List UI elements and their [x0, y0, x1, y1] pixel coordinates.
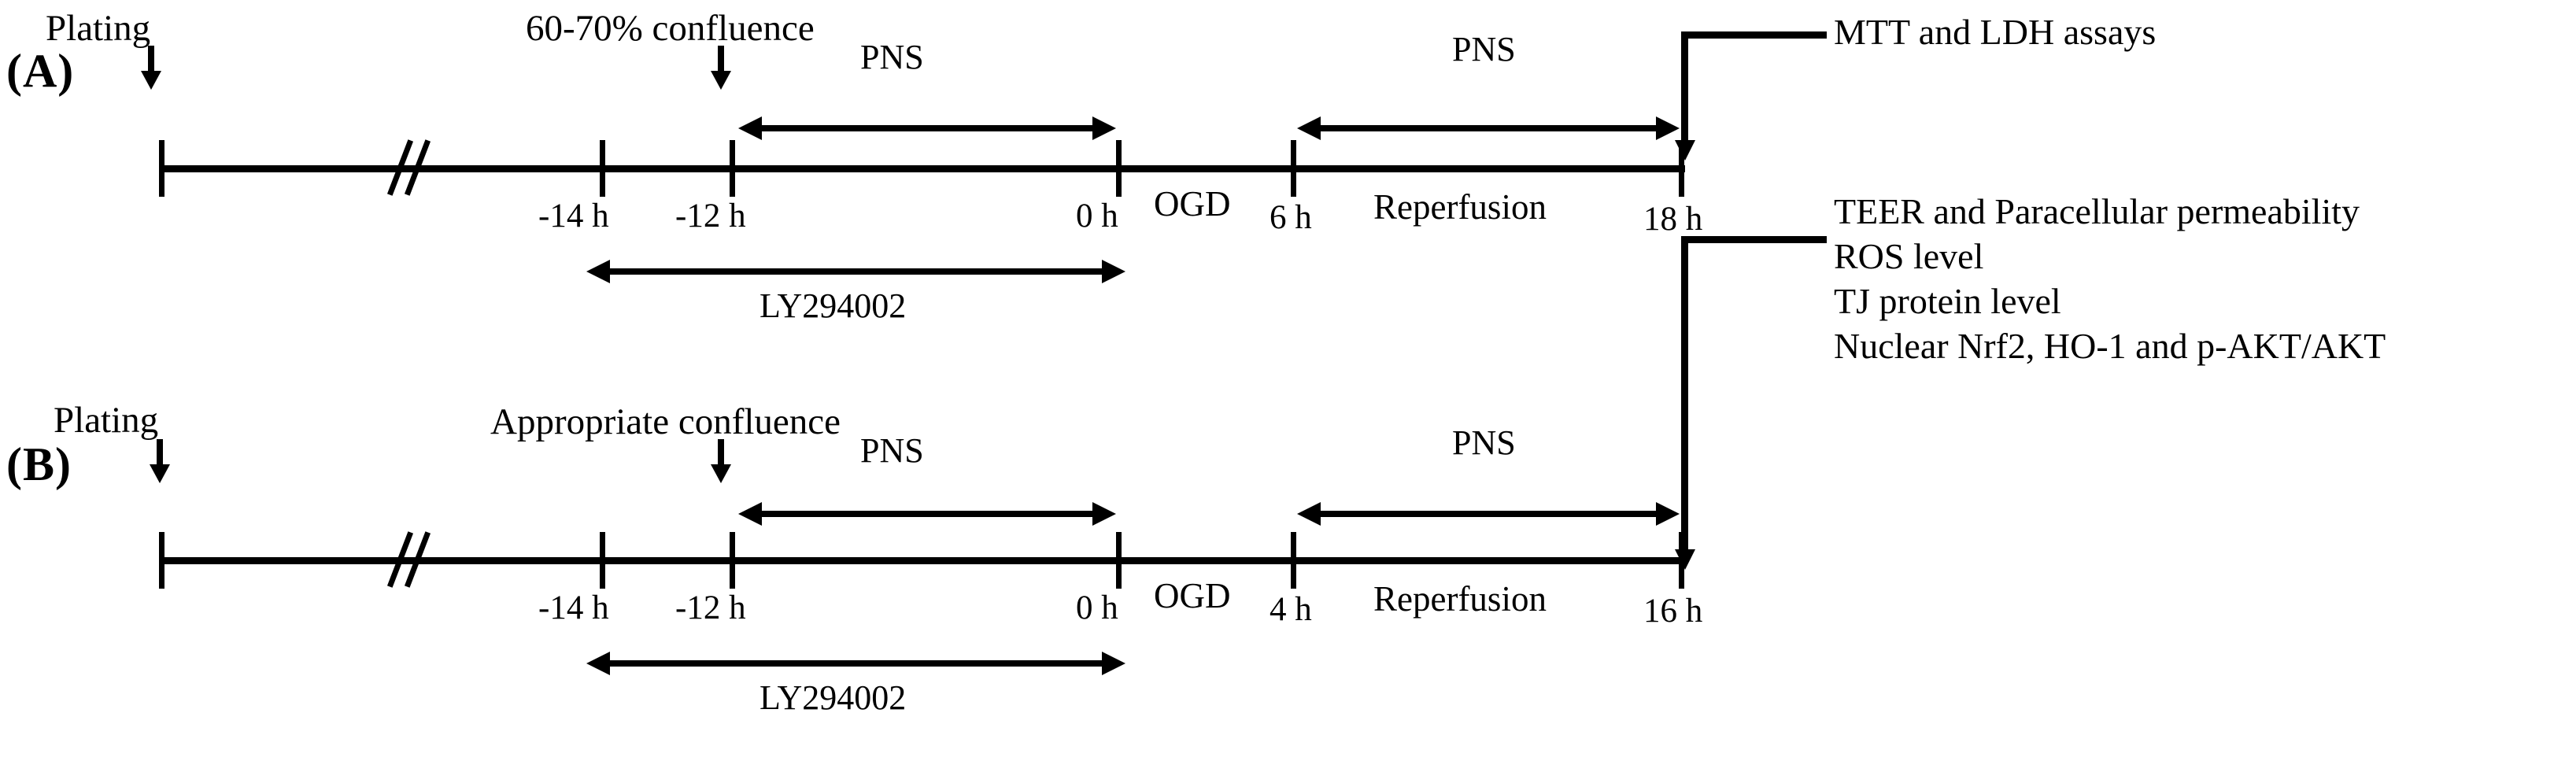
panel-b-confluence-arrow-icon	[711, 439, 731, 483]
panel-b-letter: (B)	[6, 438, 72, 490]
panel-a-label-eighteen: 18 h	[1643, 201, 1703, 238]
panel-a-pns-pre-label: PNS	[860, 38, 924, 76]
panel-b-pns-pre-label: PNS	[860, 431, 924, 470]
panel-b-pns-post-label: PNS	[1452, 423, 1516, 462]
panel-b-confluence-label: Appropriate confluence	[490, 401, 841, 442]
panel-a-plating-arrow-icon	[141, 46, 161, 90]
panel-a-label-six: 6 h	[1270, 199, 1312, 236]
panel-b-label-four: 4 h	[1270, 591, 1312, 628]
panel-a: (A) Plating 60-70% confluence PNS PNS	[0, 0, 2576, 378]
panel-b-tick-plating	[159, 532, 164, 589]
panel-a-readout-callout-icon	[1675, 31, 1827, 169]
panel-b-readout-line-1: TEER and Paracellular permeability	[1834, 191, 2360, 231]
panel-b-label-minus12: -12 h	[675, 589, 746, 626]
panel-a-label-reperfusion: Reperfusion	[1373, 187, 1547, 227]
panel-a-pns-post-arrow-icon	[1297, 116, 1680, 140]
panel-b-readout-line-4: Nuclear Nrf2, HO-1 and p-AKT/AKT	[1834, 326, 2386, 366]
panel-b-ly294002-arrow-icon	[586, 652, 1125, 675]
panel-b-readout-callout-icon	[1675, 236, 1827, 570]
panel-b-tick-zero	[1116, 532, 1122, 589]
panel-b-label-minus14: -14 h	[538, 589, 609, 626]
panel-b-label-zero: 0 h	[1076, 589, 1118, 626]
panel-b-timeline-axis	[160, 557, 1685, 564]
panel-a-tick-zero	[1116, 140, 1122, 197]
panel-b-readout-line-3: TJ protein level	[1834, 281, 2061, 321]
panel-a-tick-minus12	[730, 140, 735, 197]
panel-a-tick-plating	[159, 140, 164, 197]
panel-a-plating-label: Plating	[46, 8, 151, 49]
panel-a-label-minus14: -14 h	[538, 198, 609, 235]
panel-a-readout-line-1: MTT and LDH assays	[1834, 12, 2157, 52]
panel-a-pns-post-label: PNS	[1452, 30, 1516, 68]
panel-b-label-reperfusion: Reperfusion	[1373, 579, 1547, 619]
panel-b-pns-post-arrow-icon	[1297, 502, 1680, 526]
panel-b-tick-four	[1291, 532, 1296, 589]
panel-b-tick-minus12	[730, 532, 735, 589]
panel-b-readout-line-2: ROS level	[1834, 236, 1984, 276]
panel-a-tick-eighteen	[1679, 140, 1684, 197]
panel-a-timeline-axis	[160, 165, 1685, 172]
panel-a-ly294002-arrow-icon	[586, 260, 1125, 283]
panel-a-confluence-arrow-icon	[711, 46, 731, 90]
panel-a-label-ogd: OGD	[1154, 184, 1231, 223]
panel-b-plating-label: Plating	[54, 400, 159, 441]
panel-b-pns-pre-arrow-icon	[738, 502, 1116, 526]
panel-b-label-ogd: OGD	[1154, 576, 1231, 615]
panel-a-ly294002-label: LY294002	[759, 286, 907, 325]
panel-a-readout-list: MTT and LDH assays	[1834, 9, 2156, 54]
panel-b-tick-minus14	[600, 532, 605, 589]
panel-b-label-sixteen: 16 h	[1643, 593, 1703, 630]
panel-a-tick-minus14	[600, 140, 605, 197]
panel-a-axis-break-icon	[386, 139, 437, 197]
panel-a-confluence-label: 60-70% confluence	[526, 8, 815, 49]
panel-a-tick-six	[1291, 140, 1296, 197]
panel-b-plating-arrow-icon	[150, 439, 170, 483]
panel-b-ly294002-label: LY294002	[759, 678, 907, 717]
panel-b-axis-break-icon	[386, 530, 437, 589]
panel-a-letter: (A)	[6, 45, 75, 97]
panel-a-label-zero: 0 h	[1076, 198, 1118, 235]
panel-a-pns-pre-arrow-icon	[738, 116, 1116, 140]
panel-a-label-minus12: -12 h	[675, 198, 746, 235]
panel-b: (B) Plating Appropriate confluence PNS P…	[0, 191, 2576, 761]
panel-b-readout-list: TEER and Paracellular permeability ROS l…	[1834, 189, 2386, 368]
